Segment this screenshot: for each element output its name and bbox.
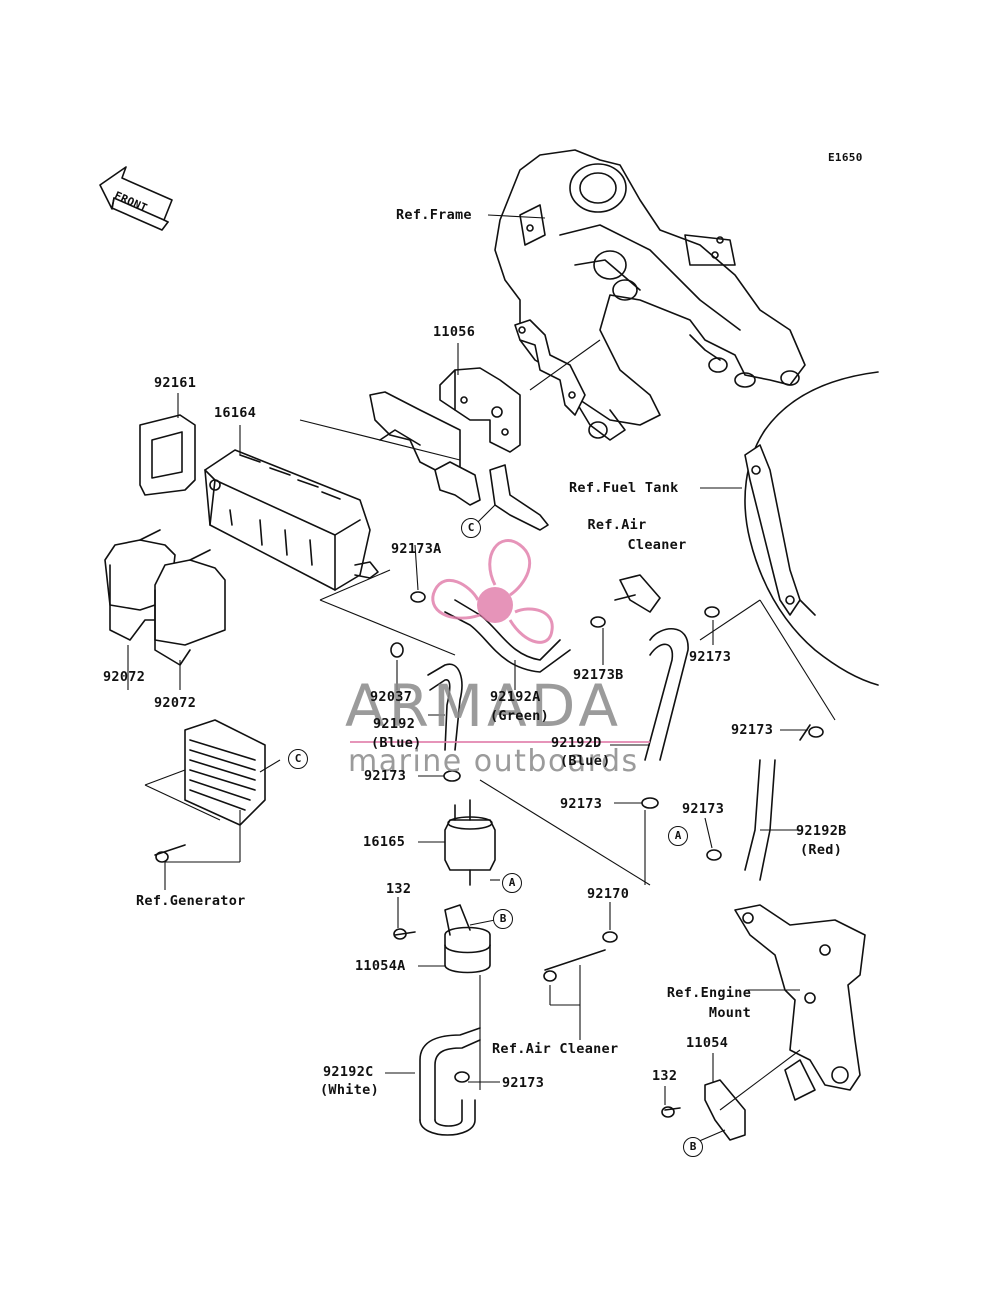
callout-a-right: A xyxy=(668,826,688,846)
part-11054-label: 11054 xyxy=(686,1035,729,1051)
regulator-drawing xyxy=(154,719,266,863)
watermark-logo-icon xyxy=(350,539,650,743)
callout-b-bottom: B xyxy=(683,1137,703,1157)
part-92173-label-6: 92173 xyxy=(502,1075,545,1091)
part-92170-label: 92170 xyxy=(587,886,630,902)
callout-c-left: C xyxy=(288,749,308,769)
part-92072-a-label: 92072 xyxy=(103,669,146,685)
part-92037-label: 92037 xyxy=(370,689,413,705)
watermark-tagline: marine outboards xyxy=(348,744,639,779)
part-92173-label-1: 92173 xyxy=(689,649,732,665)
ref-generator-label: Ref.Generator xyxy=(136,893,246,909)
strap-92072-b-drawing xyxy=(154,549,226,666)
clamp-11054A-drawing xyxy=(393,904,491,974)
part-92173-label-5: 92173 xyxy=(682,801,725,817)
t-fitting-drawing xyxy=(614,574,661,613)
cap-92161-drawing xyxy=(139,414,196,496)
part-92192B-label: 92192B xyxy=(796,823,847,839)
fuel-filter-16165-drawing xyxy=(444,799,496,886)
part-92072-b-label: 92072 xyxy=(154,695,197,711)
part-16165-label: 16165 xyxy=(363,834,406,850)
part-11054A-label: 11054A xyxy=(355,958,406,974)
hose-92192C-drawing xyxy=(419,1027,481,1136)
callout-b-filter: B xyxy=(493,909,513,929)
ref-engine-mount-label-1: Ref.Engine xyxy=(666,985,752,1001)
part-92173A-label: 92173A xyxy=(391,541,442,557)
part-92192D-label: 92192D xyxy=(551,735,602,751)
ref-air-cleaner-top-label-1: Ref.Air xyxy=(587,517,647,533)
engine-mount-drawing xyxy=(734,904,866,1101)
clip-drawings xyxy=(390,591,824,1083)
callout-c-top: C xyxy=(461,518,481,538)
part-92192A-label: 92192A xyxy=(490,689,541,705)
part-92192D-color-label: (Blue) xyxy=(560,753,611,769)
front-arrow-icon xyxy=(99,166,173,231)
part-92192-label: 92192 xyxy=(373,716,416,732)
part-92192-color-label: (Blue) xyxy=(371,735,422,751)
part-132-b-label: 132 xyxy=(652,1068,678,1084)
part-92192C-color-label: (White) xyxy=(320,1082,379,1098)
fitting-92170-drawing xyxy=(544,931,618,971)
part-11056-label: 11056 xyxy=(433,324,476,340)
part-92192A-color-label: (Green) xyxy=(490,708,549,724)
diagram-code: E1650 xyxy=(828,151,863,164)
canister-16164-drawing xyxy=(204,449,379,591)
hose-92192-drawing xyxy=(427,663,463,751)
fuel-tank-drawing xyxy=(744,371,879,686)
part-92173B-label: 92173B xyxy=(573,667,624,683)
part-92192C-label: 92192C xyxy=(323,1064,374,1080)
bracket-11056-drawing xyxy=(369,367,549,531)
watermark-brand: ARMADA xyxy=(345,672,623,740)
ref-fuel-tank-label: Ref.Fuel Tank xyxy=(569,480,679,496)
callout-a-filter: A xyxy=(502,873,522,893)
bracket-11054-drawing xyxy=(661,1079,746,1141)
ref-air-cleaner-bottom-label: Ref.Air Cleaner xyxy=(492,1041,619,1057)
part-92161-label: 92161 xyxy=(154,375,197,391)
part-92192B-color-label: (Red) xyxy=(800,842,843,858)
part-92173-label-2: 92173 xyxy=(731,722,774,738)
part-16164-label: 16164 xyxy=(214,405,257,421)
part-132-a-label: 132 xyxy=(386,881,412,897)
ref-air-cleaner-top-label-2: Cleaner xyxy=(627,537,687,553)
frame-drawing xyxy=(494,149,806,441)
ref-frame-label: Ref.Frame xyxy=(396,207,472,223)
hose-92192D-drawing xyxy=(644,627,689,761)
ref-engine-mount-label-2: Mount xyxy=(708,1005,752,1021)
part-92173-label-4: 92173 xyxy=(560,796,603,812)
part-92173-label-3: 92173 xyxy=(364,768,407,784)
